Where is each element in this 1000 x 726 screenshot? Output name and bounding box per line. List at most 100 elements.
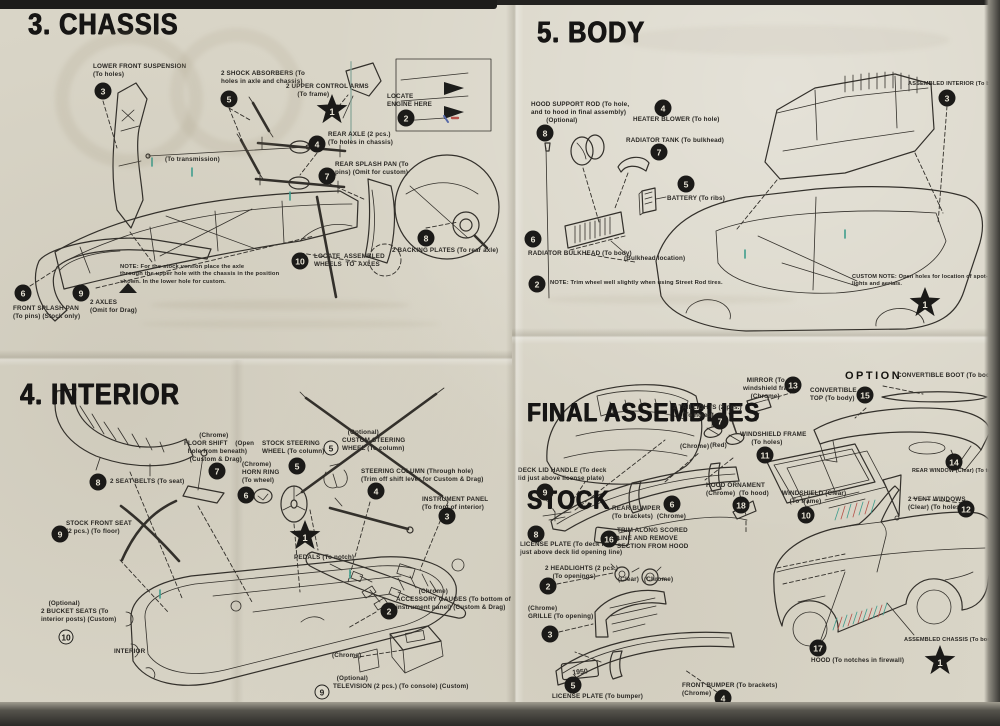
part-number-seat-belts: 8 [89, 473, 107, 491]
part-number-convertible-top: 15 [856, 386, 874, 404]
part-label-instrument-panel: INSTRUMENT PANEL(To front of interior) [422, 496, 489, 512]
sheet-edge-top-left [0, 0, 497, 9]
part-number-body-note: 2 [528, 275, 546, 293]
part-label-bulkhead-location: (Bulkhead location) [624, 255, 686, 262]
part-number-television: 9 [314, 684, 330, 700]
part-number-windshield-frame: 11 [756, 446, 774, 464]
part-number-stock-steering-wheel: 5 [288, 457, 306, 475]
part-number-deck-lid-handle: 9 [536, 483, 554, 501]
part-label-grille: (Chrome)GRILLE (To opening) [528, 605, 594, 621]
part-label-horn-ring: (Chrome)HORN RING(To wheel) [242, 461, 280, 485]
part-number-radiator-tank: 7 [650, 143, 668, 161]
part-number-locate-wheels: 10 [291, 252, 309, 270]
part-label-taillight-red: (Red) [710, 442, 727, 449]
part-label-body-note: NOTE: Trim wheel well slightly when usin… [550, 280, 723, 286]
part-number-mirror: 13 [784, 376, 802, 394]
horizontal-fold-crease-left [0, 350, 512, 366]
body-diagram [544, 71, 984, 332]
part-label-heater-blower: HEATER BLOWER (To hole) [633, 116, 720, 123]
part-number-floor-shift: 7 [208, 462, 226, 480]
part-label-hood: HOOD (To notches in firewall) [811, 657, 905, 664]
interior-diagram [54, 387, 467, 686]
part-label-television: (Optional)TELEVISION (2 pcs.) (To consol… [333, 675, 469, 691]
sheet-edge-bottom [0, 702, 1000, 726]
part-label-rear-bumper: REAR BUMPER(To brackets) (Chrome) [612, 505, 687, 521]
part-label-vent-windows: 2 VENT WINDOWS(Clear) (To holes) [908, 496, 966, 512]
part-number-bucket-seats: 10 [58, 629, 74, 645]
part-number-grille: 3 [541, 625, 559, 643]
part-label-hood-support-rod: HOOD SUPPORT ROD (To hole,and to hood in… [531, 101, 630, 125]
part-label-option-caption: OPTION [845, 370, 903, 382]
part-label-windshield-frame: WINDSHIELD FRAME (To holes) [740, 431, 807, 447]
sheet-edge-right [984, 0, 1000, 726]
part-number-hood-support-rod: 8 [536, 124, 554, 142]
part-number-locate-engine-here: 2 [397, 109, 415, 127]
part-number-lower-front-suspension: 3 [94, 82, 112, 100]
part-number-battery: 5 [677, 175, 695, 193]
part-label-headlight-chrome: (Chrome) [644, 576, 674, 583]
part-label-to-transmission: (To transmission) [165, 156, 220, 163]
part-number-rear-bumper: 6 [663, 495, 681, 513]
part-label-seat-belts: 2 SEAT BELTS (To seat) [110, 478, 185, 485]
part-number-backing-plates: 8 [417, 229, 435, 247]
part-label-backing-plates: 2 BACKING PLATES (To rear axle) [392, 247, 499, 254]
part-number-radiator-bulkhead: 6 [524, 230, 542, 248]
part-label-axles: 2 AXLES(Omit for Drag) [90, 299, 138, 315]
part-number-custom-steering-wheel: 5 [323, 440, 339, 456]
part-label-stock-front-seat: STOCK FRONT SEAT(2 pcs.) (To floor) [66, 520, 132, 536]
part-number-instrument-panel: 3 [438, 507, 456, 525]
part-label-battery: BATTERY (To ribs) [667, 195, 725, 202]
part-label-rear-axle: REAR AXLE (2 pcs.)(To holes in chassis) [328, 131, 393, 147]
part-number-hood-ornament: 18 [732, 496, 750, 514]
part-number-license-plate-front: 5 [564, 676, 582, 694]
part-label-taillight-chrome: (Chrome) [680, 443, 710, 450]
vertical-fold-crease [506, 0, 524, 726]
part-label-chassis-note: NOTE: For the stock version place the ax… [120, 264, 280, 285]
section-title-interior: 4. INTERIOR [20, 378, 180, 411]
part-number-steering-column: 4 [367, 482, 385, 500]
part-number-horn-ring: 6 [237, 486, 255, 504]
part-label-headlights: 2 HEADLIGHTS (2 pcs.) (To openings) [545, 565, 619, 581]
part-number-front-splash-pan: 6 [14, 284, 32, 302]
part-label-pedals: PEDALS (To notch) [294, 554, 355, 561]
part-label-interior-caption: INTERIOR [114, 648, 146, 655]
part-number-trim-hood-note: 16 [600, 530, 618, 548]
part-number-assembled-interior: 3 [938, 89, 956, 107]
part-number-stock-front-seat: 9 [51, 525, 69, 543]
part-label-windshield: WINDSHIELD (Clear) (To frame) [782, 490, 847, 506]
final-title-line1: FINAL ASSEMBLIES [527, 398, 761, 428]
part-number-vent-windows: 12 [957, 500, 975, 518]
vertical-fold-crease-2 [230, 360, 244, 705]
part-label-floor-shift: (Chrome)FLOOR SHIFT (Open hole from bene… [184, 432, 255, 464]
part-number-axles: 9 [72, 284, 90, 302]
part-label-license-plate-front: LICENSE PLATE (To bumper) [552, 693, 643, 700]
section-title-body: 5. BODY [537, 16, 646, 49]
part-label-radiator-tank: RADIATOR TANK (To bulkhead) [626, 137, 725, 144]
part-number-rear-axle: 4 [308, 135, 326, 153]
part-number-heater-blower: 4 [654, 99, 672, 117]
horizontal-fold-crease-right [512, 328, 1000, 344]
part-label-television-chrome: (Chrome) [332, 652, 362, 659]
part-number-rear-splash-pan: 7 [318, 167, 336, 185]
part-number-hood: 17 [809, 639, 827, 657]
part-label-front-splash-pan: FRONT SPLASH PAN(To pins) (Stock only) [13, 305, 81, 321]
part-label-radiator-bulkhead: RADIATOR BULKHEAD (To body) [528, 250, 632, 257]
sheet-edge-top [0, 0, 1000, 5]
part-number-headlights: 2 [539, 577, 557, 595]
front-license-plate-text: 1950 [572, 668, 588, 677]
part-label-taillights: 2 TAILLIGHTS (2 pcs.) (To holes) [673, 404, 742, 420]
part-number-rear-window: 14 [945, 453, 963, 471]
part-label-custom-note: CUSTOM NOTE: Open holes for location of … [852, 274, 988, 288]
